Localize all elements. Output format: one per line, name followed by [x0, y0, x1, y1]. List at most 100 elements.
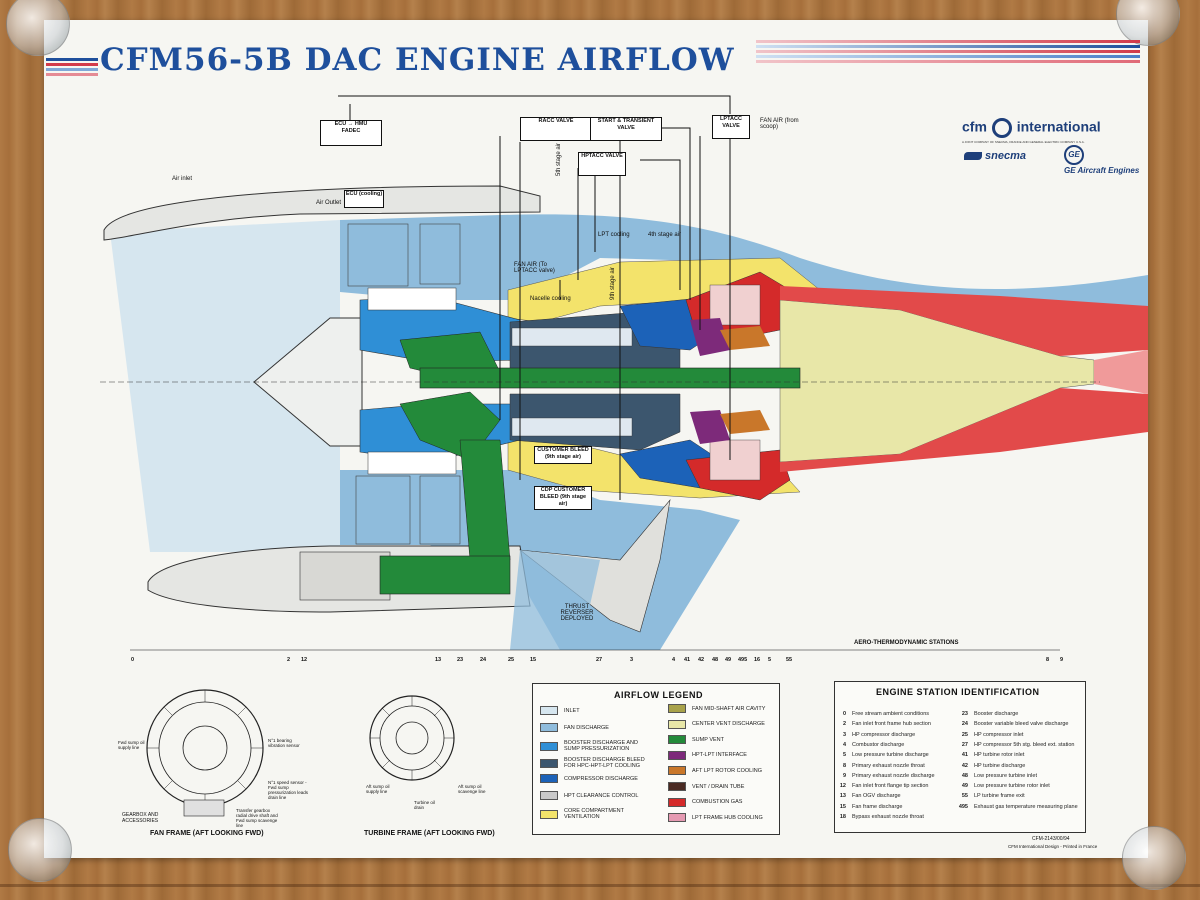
air-outlet-label: Air Outlet [316, 200, 342, 206]
legend-swatch [668, 719, 686, 729]
inlet-airflow-region [110, 220, 340, 552]
legend-item: HPT CLEARANCE CONTROL [540, 791, 638, 800]
ge-aircraft-engines-text: GE Aircraft Engines [1064, 166, 1140, 175]
station-description: Booster discharge [974, 711, 1019, 717]
fan-air-scoop-label: FAN AIR (from scoop) [760, 118, 799, 130]
station-id: 495 [958, 803, 968, 810]
aero-stations-label: AERO-THERMODYNAMIC STATIONS [854, 640, 959, 646]
station-number: 5 [768, 657, 772, 663]
legend-swatch [668, 766, 686, 776]
legend-label: INLET [564, 707, 580, 714]
legend-swatch [540, 774, 558, 783]
station-row: 5 Low pressure turbine discharge [828, 752, 929, 758]
legend-swatch [668, 750, 686, 760]
airflow-legend-title: AIRFLOW LEGEND [614, 690, 703, 700]
legend-item: FAN MID-SHAFT AIR CAVITY [668, 704, 765, 713]
legend-swatch [540, 758, 558, 768]
exhaust-plume [1094, 350, 1148, 394]
fan-ogv-bottom [419, 475, 461, 545]
station-number: 2 [287, 657, 291, 663]
compressor-blades-top [511, 327, 633, 347]
air-inlet-label: Air inlet [172, 176, 193, 182]
snecma-text: snecma [985, 150, 1026, 162]
station-id: 25 [961, 731, 968, 738]
legend-swatch [540, 723, 558, 732]
legend-label: BOOSTER DISCHARGE BLEED FOR HPC-HPT-LPT … [564, 757, 645, 769]
station-description: Fan frame discharge [852, 803, 903, 810]
cfm-logo-text: cfm [962, 118, 987, 135]
station-id: 23 [961, 711, 968, 717]
station-id: 9 [842, 772, 846, 779]
legend-swatch [668, 797, 686, 807]
station-id: 12 [839, 783, 846, 790]
station-id: 42 [961, 762, 968, 769]
printer-credit: CFM International Design - Printed in Fr… [1008, 844, 1098, 849]
turbine-oil-drain-label: Turbine oil drain [414, 800, 435, 810]
booster-blade-row-top [367, 287, 457, 311]
station-row: 12 Fan inlet front flange tip section [828, 783, 929, 790]
station-description: Low pressure turbine discharge [852, 752, 929, 759]
station-identification-box [834, 681, 1086, 833]
fan-ogv-top [419, 223, 461, 285]
control-plumbing [338, 95, 731, 500]
station-id: 18 [839, 814, 846, 820]
station-number: 41 [684, 657, 691, 663]
legend-label: CENTER VENT DISCHARGE [692, 721, 765, 728]
station-identification-title: ENGINE STATION IDENTIFICATION [876, 687, 1040, 697]
station-row: 23 Booster discharge [950, 711, 1018, 717]
fwd-sump-oil-label: Fwd sump oil supply line [118, 740, 145, 750]
station-id: 55 [961, 793, 968, 800]
nacelle-cooling-label: Nacelle cooling [530, 296, 571, 302]
legend-swatch [540, 741, 558, 751]
station-number: 8 [1046, 657, 1050, 663]
airflow-legend-box [532, 683, 780, 835]
thrust-reverser-label: THRUST REVERSER DEPLOYED [560, 604, 594, 622]
lpt-cooling-label: LPT cooling [598, 232, 630, 238]
station-number: 9 [1060, 657, 1064, 663]
station-number: 13 [435, 657, 442, 663]
main-shaft [419, 367, 801, 389]
legend-label: HPT-LPT INTERFACE [692, 752, 747, 759]
fan-frame-diagram [146, 689, 264, 817]
station-number: 25 [508, 657, 515, 663]
station-number: 3 [630, 657, 634, 663]
ecu-hmu-box: ECU → HMU FADEC [320, 120, 382, 146]
station-number: 27 [596, 657, 603, 663]
legend-swatch [540, 791, 558, 800]
n1-speed-label: N°1 speed sensor - Fwd sump pressurizati… [268, 780, 309, 800]
aft-sump-scavenge-label: Aft sump oil scavenge line [458, 784, 486, 794]
turbine-frame-caption: TURBINE FRAME (AFT LOOKING FWD) [364, 830, 495, 837]
station-id: 5 [842, 752, 846, 759]
accessory-drive [379, 555, 511, 595]
legend-item: BOOSTER DISCHARGE AND SUMP PRESSURIZATIO… [540, 740, 654, 752]
international-text: international [1016, 118, 1101, 135]
station-description: Fan OGV discharge [852, 793, 901, 800]
station-description: Fan inlet front flange tip section [852, 783, 929, 790]
legend-item: INLET [540, 706, 580, 715]
ecu-label: ECU [334, 121, 347, 127]
station-number: 16 [754, 657, 761, 663]
cdp-customer-bleed-box: CDP CUSTOMER BLEED (9th stage air) [534, 486, 592, 510]
station-number: 49 [725, 657, 732, 663]
station-description: Low pressure turbine rotor inlet [974, 783, 1050, 790]
station-number: 495 [738, 657, 748, 663]
suction-cup-bottom-left [8, 818, 72, 882]
station-description: HP compressor discharge [852, 731, 916, 738]
station-number: 42 [698, 657, 705, 663]
station-id: 4 [842, 741, 846, 748]
legend-item: FAN DISCHARGE [540, 723, 609, 732]
station-number: 55 [786, 657, 793, 663]
station-id: 27 [961, 741, 968, 748]
legend-item: CORE COMPARTMENT VENTILATION [540, 808, 654, 820]
station-number: 24 [480, 657, 487, 663]
station-id: 41 [961, 752, 968, 759]
hptacc-valve-box: HPTACC VALVE [578, 152, 626, 176]
